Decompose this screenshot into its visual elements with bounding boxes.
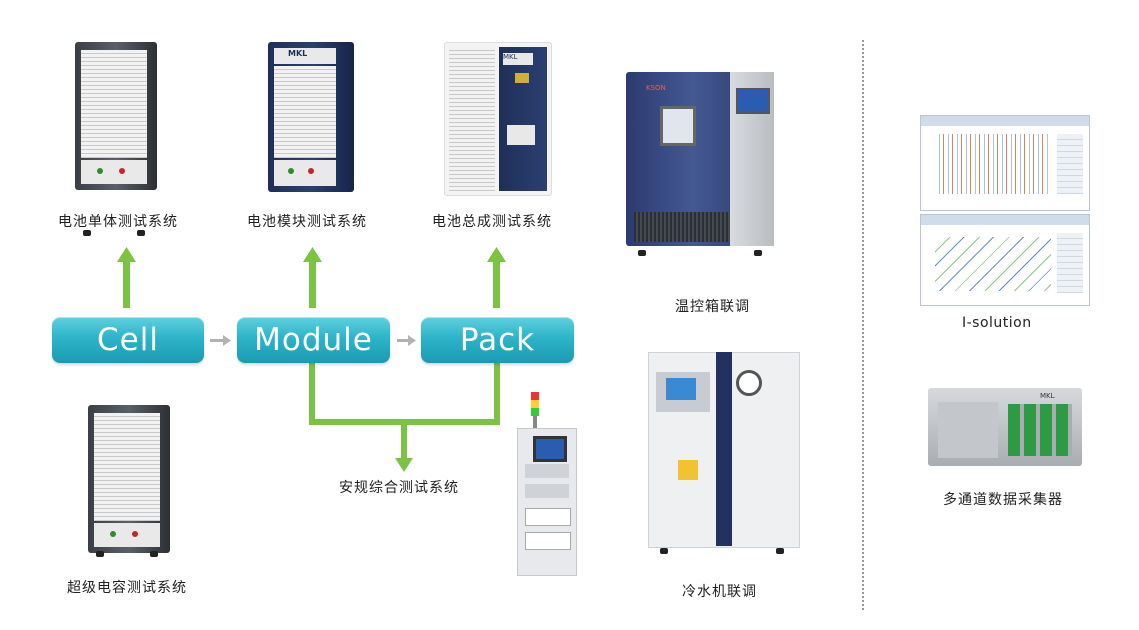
software-screenshot-2: [920, 214, 1090, 306]
arrow-down-icon: [395, 458, 413, 472]
pack-test-system-label: 电池总成测试系统: [432, 214, 552, 230]
arrow-right-icon: [397, 335, 416, 346]
arrow-up-icon: [303, 247, 322, 308]
cell-test-system-image: [75, 42, 157, 236]
stage-pack-button[interactable]: Pack: [421, 317, 574, 363]
stage-cell-button[interactable]: Cell: [52, 317, 204, 363]
supercap-test-system-label: 超级电容测试系统: [67, 580, 187, 596]
arrow-up-icon: [117, 247, 136, 308]
software-label: I-solution: [962, 315, 1032, 331]
arrow-right-icon: [210, 335, 231, 346]
climate-chamber-label: 温控箱联调: [675, 299, 750, 315]
supercap-test-system-image: [88, 405, 170, 557]
arrow-up-icon: [487, 247, 506, 308]
chiller-image: [648, 352, 800, 558]
climate-chamber-image: KSON: [626, 72, 774, 262]
software-screenshot-1: [920, 115, 1090, 211]
safety-test-system-image: [517, 392, 577, 578]
cell-test-system-label: 电池单体测试系统: [58, 214, 178, 230]
pack-test-system-image: MKL: [444, 42, 552, 196]
brand-label: MKL: [288, 49, 308, 58]
daq-label: 多通道数据采集器: [943, 492, 1063, 508]
safety-test-system-label: 安规综合测试系统: [339, 480, 459, 496]
arrow-down-icon: [309, 362, 500, 460]
daq-image: MKL: [928, 388, 1082, 470]
module-test-system-label: 电池模块测试系统: [247, 214, 367, 230]
chiller-label: 冷水机联调: [682, 584, 757, 600]
section-divider: [862, 40, 864, 610]
stage-module-button[interactable]: Module: [237, 317, 390, 363]
module-test-system-image: MKL: [268, 42, 354, 192]
